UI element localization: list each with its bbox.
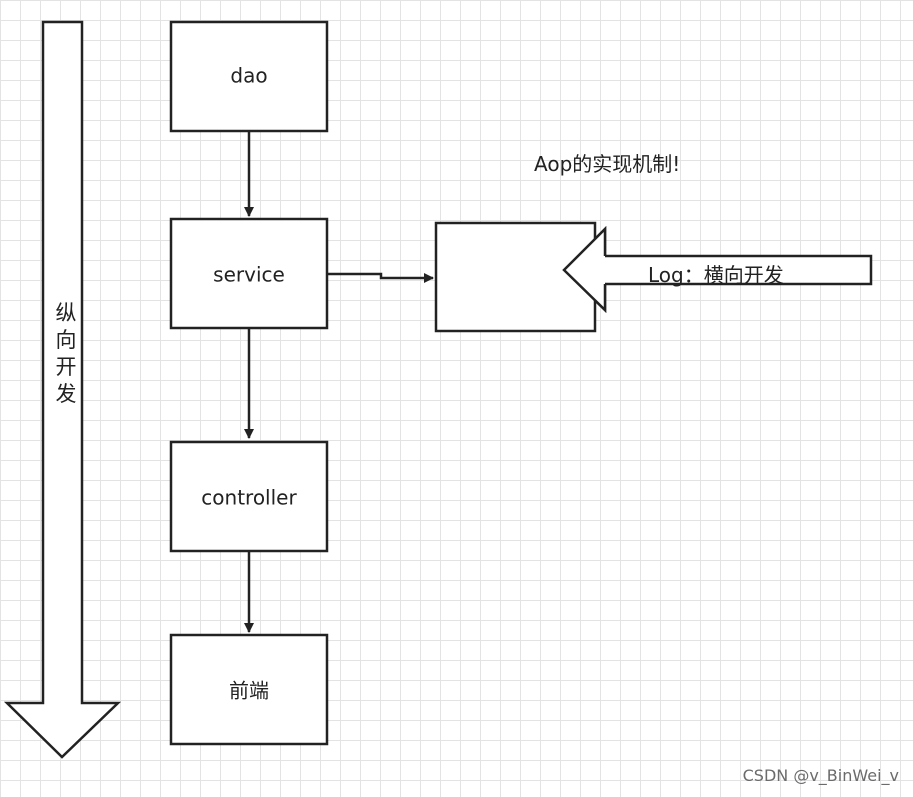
dao-box: dao bbox=[169, 20, 329, 133]
connector-group bbox=[244, 131, 434, 633]
aop-title: Aop的实现机制! bbox=[534, 152, 681, 176]
vertical-development-label: 纵向开发 bbox=[55, 301, 77, 406]
edge-service-aop bbox=[328, 272, 434, 283]
dao-label: dao bbox=[230, 64, 267, 88]
service-box: service bbox=[169, 217, 329, 330]
controller-box: controller bbox=[169, 440, 329, 553]
frontend-label: 前端 bbox=[229, 679, 269, 703]
frontend-box: 前端 bbox=[169, 633, 329, 746]
horizontal-arrow-tip bbox=[562, 225, 607, 313]
horizontal-development-label: Log：横向开发 bbox=[648, 263, 784, 287]
controller-label: controller bbox=[201, 486, 297, 510]
service-label: service bbox=[213, 263, 285, 287]
watermark: CSDN @v_BinWei_v bbox=[742, 766, 899, 785]
vertical-development-arrow bbox=[3, 20, 122, 759]
aop-box bbox=[434, 221, 597, 333]
